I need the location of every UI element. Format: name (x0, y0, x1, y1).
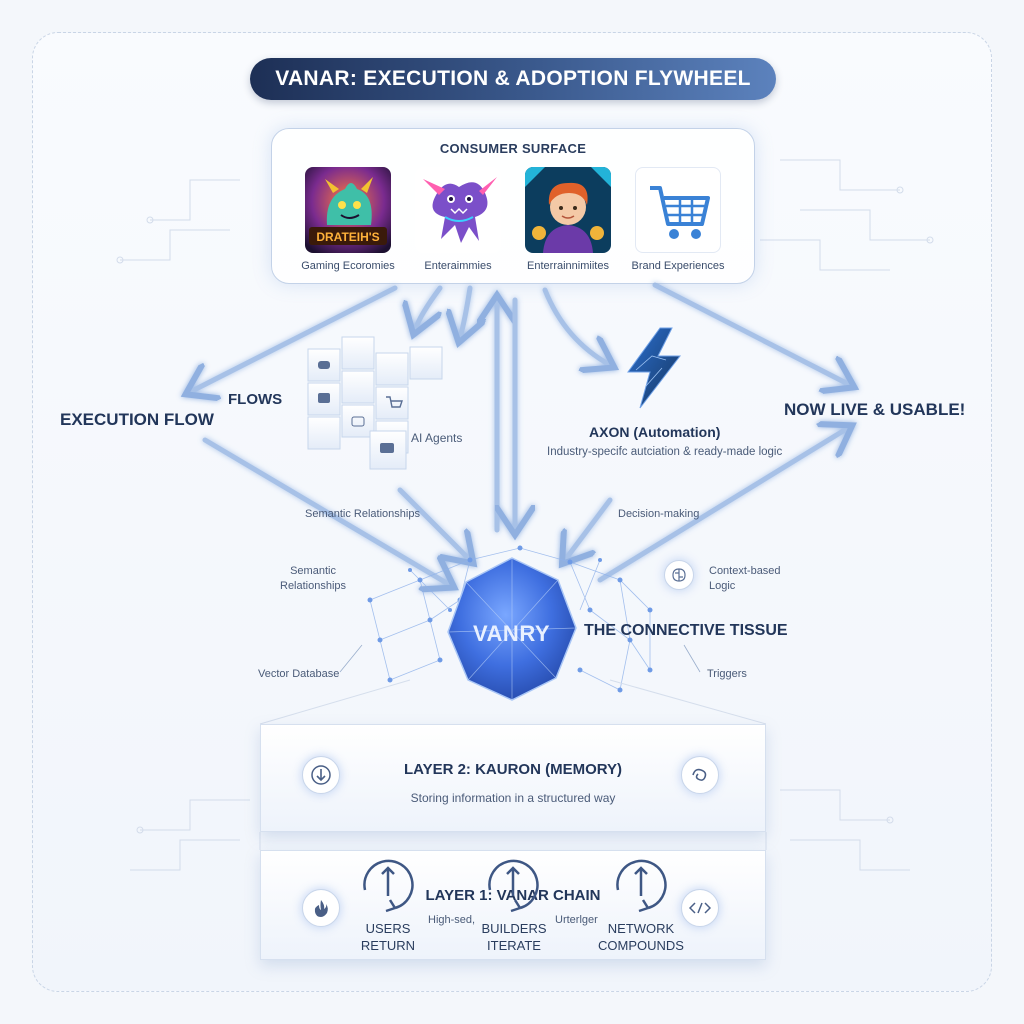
diagram-title: VANAR: EXECUTION & ADOPTION FLYWHEEL (250, 58, 776, 100)
network-line1: NETWORK (607, 921, 675, 936)
arrow-flows-to-core (397, 487, 470, 560)
memory-swirl-icon (681, 756, 719, 794)
triggers-label: Triggers (707, 668, 747, 680)
builders-iterate-cycle-icon (488, 859, 539, 913)
entertainment-label-1: Enteraimmies (424, 260, 492, 272)
builders-line1: BUILDERS (481, 921, 547, 936)
layer2-description: Storing information in a structured way (410, 791, 616, 805)
flame-icon (302, 889, 340, 927)
now-live-label: NOW LIVE & USABLE! (784, 400, 966, 419)
brain-icon (664, 560, 694, 590)
entertainment-creature-tile (415, 167, 501, 253)
flows-label: FLOWS (228, 391, 283, 408)
gaming-economies-tile: DRATEIH'S (305, 167, 391, 253)
brand-experiences-label: Brand Experiences (631, 260, 725, 272)
consumer-surface-title: CONSUMER SURFACE (439, 141, 587, 156)
arrow-exec-to-core (202, 437, 450, 585)
network-compounds-label: NETWORK COMPOUNDS (596, 920, 686, 954)
context-based-logic-label: Context-based Logic (709, 565, 781, 592)
builders-iterate-label: BUILDERS ITERATE (478, 920, 550, 954)
consumer-surface-panel: CONSUMER SURFACE DRATEIH'S (271, 128, 755, 284)
axon-description: Industry-specifc autciation & ready-made… (547, 446, 783, 458)
layer1-desc-left: High-sed, (428, 914, 476, 926)
brand-experiences-tile (635, 167, 721, 253)
semantic-relationships-top: Semantic Relationships (305, 508, 420, 520)
ai-agents-label: AI Agents (411, 431, 463, 445)
layer2-title: LAYER 2: KAURON (MEMORY) (403, 761, 623, 778)
users-return-cycle-icon (363, 859, 414, 913)
arrow-curve-mid (460, 285, 470, 338)
avatar-art-icon (525, 167, 611, 253)
users-line2: RETURN (360, 938, 416, 953)
network-compounds-cycle-icon (616, 859, 667, 913)
flows-cube-stack (307, 336, 443, 470)
semantic-relationships-left: Semantic Relationships (280, 565, 347, 592)
execution-flow-label: EXECUTION FLOW (60, 410, 214, 429)
layer1-vanar-chain-panel: LAYER 1: VANAR CHAIN High-sed, Urterlger (260, 850, 766, 960)
entertainment-label-2: Enterrainnimiites (527, 260, 609, 272)
arrow-to-axon (542, 287, 610, 365)
users-line1: USERS (365, 921, 411, 936)
arrow-decision-to-core (565, 497, 613, 560)
vanry-network-core (367, 545, 653, 701)
builders-line2: ITERATE (487, 938, 541, 953)
network-line2: COMPOUNDS (598, 938, 684, 953)
layer1-desc-right: Urterlger (555, 914, 598, 926)
creature-art-icon (423, 177, 497, 243)
lightning-bolt-icon (627, 327, 682, 409)
dragon-art-icon: DRATEIH'S (305, 167, 391, 253)
entertainment-avatar-tile (525, 167, 611, 253)
arrow-to-execution-flow (190, 285, 398, 392)
decision-making-label: Decision-making (618, 508, 700, 520)
arrow-curve-left (415, 285, 443, 330)
download-arrow-icon (302, 756, 340, 794)
gaming-art-text: DRATEIH'S (316, 230, 379, 244)
vanry-label: VANRY (473, 621, 551, 646)
gaming-economies-label: Gaming Ecoromies (301, 260, 395, 272)
code-brackets-icon (681, 889, 719, 927)
layer2-kauron-panel: LAYER 2: KAURON (MEMORY) Storing informa… (260, 724, 766, 832)
arrow-to-now-live (652, 282, 850, 385)
users-return-label: USERS RETURN (360, 920, 416, 954)
vector-database-label: Vector Database (258, 668, 340, 680)
arrow-core-to-now-live (597, 428, 848, 583)
axon-title: AXON (Automation) (589, 424, 721, 440)
shopping-cart-icon (650, 186, 710, 239)
connective-tissue-label: THE CONNECTIVE TISSUE (584, 622, 788, 639)
